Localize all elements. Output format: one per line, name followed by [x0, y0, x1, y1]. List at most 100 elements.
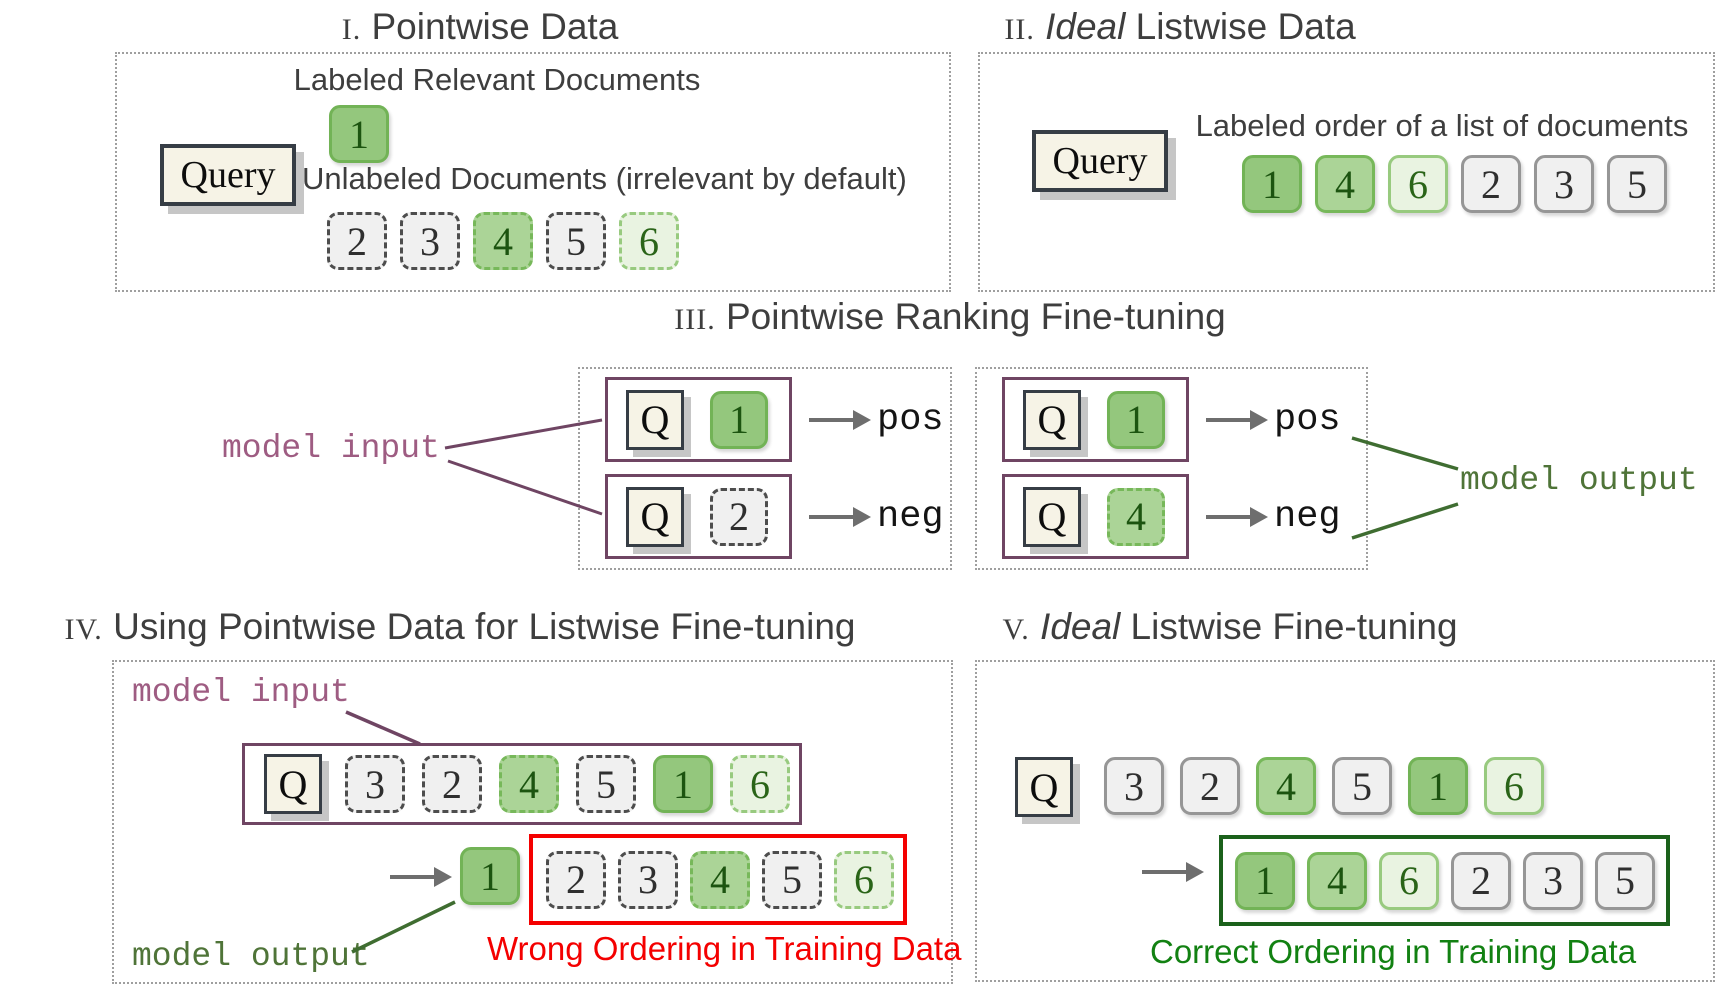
doc-box-6: 6 — [619, 212, 679, 270]
query-box: Q — [1023, 389, 1081, 450]
doc-box-1: 1 — [653, 755, 713, 813]
doc-box-1: 1 — [329, 105, 389, 163]
doc-box-5: 5 — [576, 755, 636, 813]
query-box: Q — [626, 389, 684, 450]
doc-box-4: 4 — [690, 850, 750, 909]
wrong-ordering-caption: Wrong Ordering in Training Data — [487, 930, 962, 967]
doc-box-4: 4 — [1107, 487, 1165, 546]
panel-3-title: III. Pointwise Ranking Fine-tuning — [674, 296, 1226, 337]
listwise-caption: Labeled order of a list of documents — [1195, 108, 1689, 143]
doc-box-4: 4 — [1256, 757, 1316, 815]
doc-box-3: 3 — [1523, 851, 1583, 910]
arrow-right-icon — [1206, 417, 1250, 422]
doc-box-1: 1 — [1107, 390, 1165, 449]
arrow-right-icon — [809, 514, 853, 519]
arrow-right-icon — [809, 417, 853, 422]
model-output-label: model output — [132, 938, 370, 975]
doc-box-3: 3 — [400, 212, 460, 270]
doc-box-5: 5 — [1595, 851, 1655, 910]
doc-box-2: 2 — [710, 487, 768, 546]
doc-box-4: 4 — [499, 755, 559, 813]
doc-box-1: 1 — [1242, 155, 1302, 213]
doc-box-5: 5 — [1332, 757, 1392, 815]
doc-box-6: 6 — [834, 850, 894, 909]
query-box: Query — [160, 144, 296, 206]
doc-box-2: 2 — [1461, 155, 1521, 213]
correct-ordering-caption: Correct Ordering in Training Data — [1150, 933, 1637, 970]
panel-2-numeral: II. — [1004, 13, 1035, 46]
panel-2-title: II. Ideal Listwise Data — [1004, 6, 1356, 47]
query-box: Q — [626, 486, 684, 547]
arrow-right-icon — [1206, 514, 1250, 519]
arrow-right-icon — [1142, 870, 1186, 874]
panel-pointwise-data: Labeled Relevant Documents Query 1 Unlab… — [115, 52, 951, 292]
doc-box-3: 3 — [1104, 757, 1164, 815]
model-output-value: pos — [877, 398, 944, 441]
doc-box-2: 2 — [546, 850, 606, 909]
panel-3-numeral: III. — [674, 303, 716, 336]
doc-box-3: 3 — [618, 850, 678, 909]
doc-box-1: 1 — [710, 390, 768, 449]
doc-box-3: 3 — [1534, 155, 1594, 213]
panel-1-title: I. Pointwise Data — [341, 6, 619, 47]
doc-box-2: 2 — [327, 212, 387, 270]
panel-5-numeral: V. — [1002, 613, 1030, 646]
doc-box-2: 2 — [422, 755, 482, 813]
panel-ideal-listwise-data: Query Labeled order of a list of documen… — [978, 52, 1715, 292]
query-box: Q — [1015, 757, 1073, 817]
panel-4-numeral: IV. — [64, 613, 103, 646]
query-box: Q — [264, 754, 322, 814]
doc-box-1: 1 — [1408, 757, 1468, 815]
model-input-label: model input — [132, 674, 350, 711]
panel-4-title: IV. Using Pointwise Data for Listwise Fi… — [64, 606, 856, 647]
doc-box-1: 1 — [1235, 851, 1295, 910]
doc-box-4: 4 — [473, 212, 533, 270]
panel-1-numeral: I. — [341, 13, 362, 46]
doc-box-6: 6 — [1388, 155, 1448, 213]
doc-box-5: 5 — [1607, 155, 1667, 213]
doc-box-4: 4 — [1315, 155, 1375, 213]
labeled-docs-caption: Labeled Relevant Documents — [293, 62, 701, 97]
doc-box-3: 3 — [345, 755, 405, 813]
query-box: Query — [1032, 130, 1168, 192]
model-output-label: model output — [1460, 462, 1698, 499]
labeled-doc-row: 1 — [329, 105, 389, 163]
doc-box-4: 4 — [1307, 851, 1367, 910]
model-output-value: neg — [1274, 495, 1341, 538]
doc-box-6: 6 — [1379, 851, 1439, 910]
doc-box-5: 5 — [546, 212, 606, 270]
doc-box-6: 6 — [1484, 757, 1544, 815]
arrow-right-icon — [390, 875, 434, 879]
model-output-value: neg — [877, 495, 944, 538]
doc-box-2: 2 — [1180, 757, 1240, 815]
model-input-label: model input — [222, 430, 440, 467]
query-box: Q — [1023, 486, 1081, 547]
panel-5-title: V. Ideal Listwise Fine-tuning — [1002, 606, 1458, 647]
doc-box-1: 1 — [460, 847, 520, 905]
doc-box-2: 2 — [1451, 851, 1511, 910]
doc-box-6: 6 — [730, 755, 790, 813]
unlabeled-docs-caption: Unlabeled Documents (irrelevant by defau… — [302, 161, 907, 196]
model-output-value: pos — [1274, 398, 1341, 441]
output-lead-doc: 1 — [460, 847, 520, 905]
